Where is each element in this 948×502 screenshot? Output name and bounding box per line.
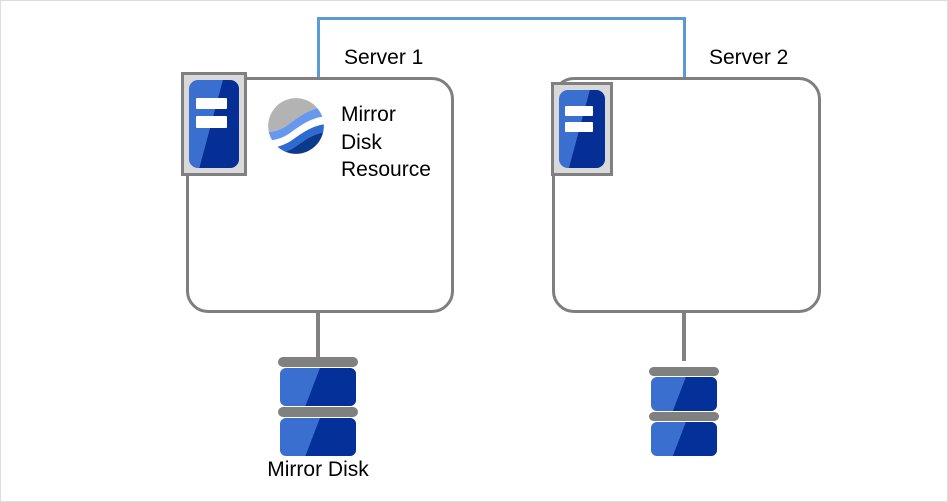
mirror-disk-resource-label-line-3: Resource [341, 158, 431, 182]
disk-drive-upper-shading [651, 377, 717, 411]
disk-drive-lower-shading [651, 422, 717, 456]
server-icon-bar-top [195, 97, 227, 110]
disk-drive-upper [651, 377, 717, 411]
mirror-disk-resource-label: Mirror Disk Resource [341, 101, 431, 184]
disk-drive-lower-shading [280, 418, 356, 456]
cluster-interconnect-top-segment [317, 17, 686, 20]
disk-plate-top [278, 357, 358, 367]
server-1-disk-connector [316, 313, 320, 361]
disk-drive-upper-shading [280, 368, 356, 406]
mirror-disk-label: Mirror Disk [267, 458, 369, 481]
disk-plate-top [649, 367, 719, 376]
mirror-disk-resource-label-line-1: Mirror [341, 103, 396, 126]
server-2-disk-connector [682, 313, 686, 361]
server-1-label: Server 1 [344, 46, 424, 69]
disk-drive-upper [280, 368, 356, 406]
server-icon-chassis [559, 90, 605, 168]
server-icon [551, 82, 613, 176]
disk-drive-lower [280, 418, 356, 456]
cluster-interconnect-left-segment [317, 17, 320, 79]
server-icon [181, 72, 247, 176]
mirror-disk-resource-icon [267, 97, 325, 155]
disk-plate-middle [649, 412, 719, 421]
cluster-interconnect-right-segment [683, 17, 686, 79]
server-icon-bar-bottom [564, 121, 594, 133]
disk-drive-lower [651, 422, 717, 456]
server-icon-bar-bottom [195, 116, 227, 128]
server-2-box[interactable] [552, 77, 821, 313]
disk-stack-icon [278, 357, 358, 456]
disk-plate-middle [278, 407, 358, 417]
mirror-disk-resource-label-line-2: Disk [341, 130, 382, 154]
server-icon-bar-top [564, 105, 594, 116]
server-2-label: Server 2 [709, 46, 789, 69]
server-icon-chassis [189, 80, 239, 168]
disk-stack-icon [649, 367, 719, 456]
